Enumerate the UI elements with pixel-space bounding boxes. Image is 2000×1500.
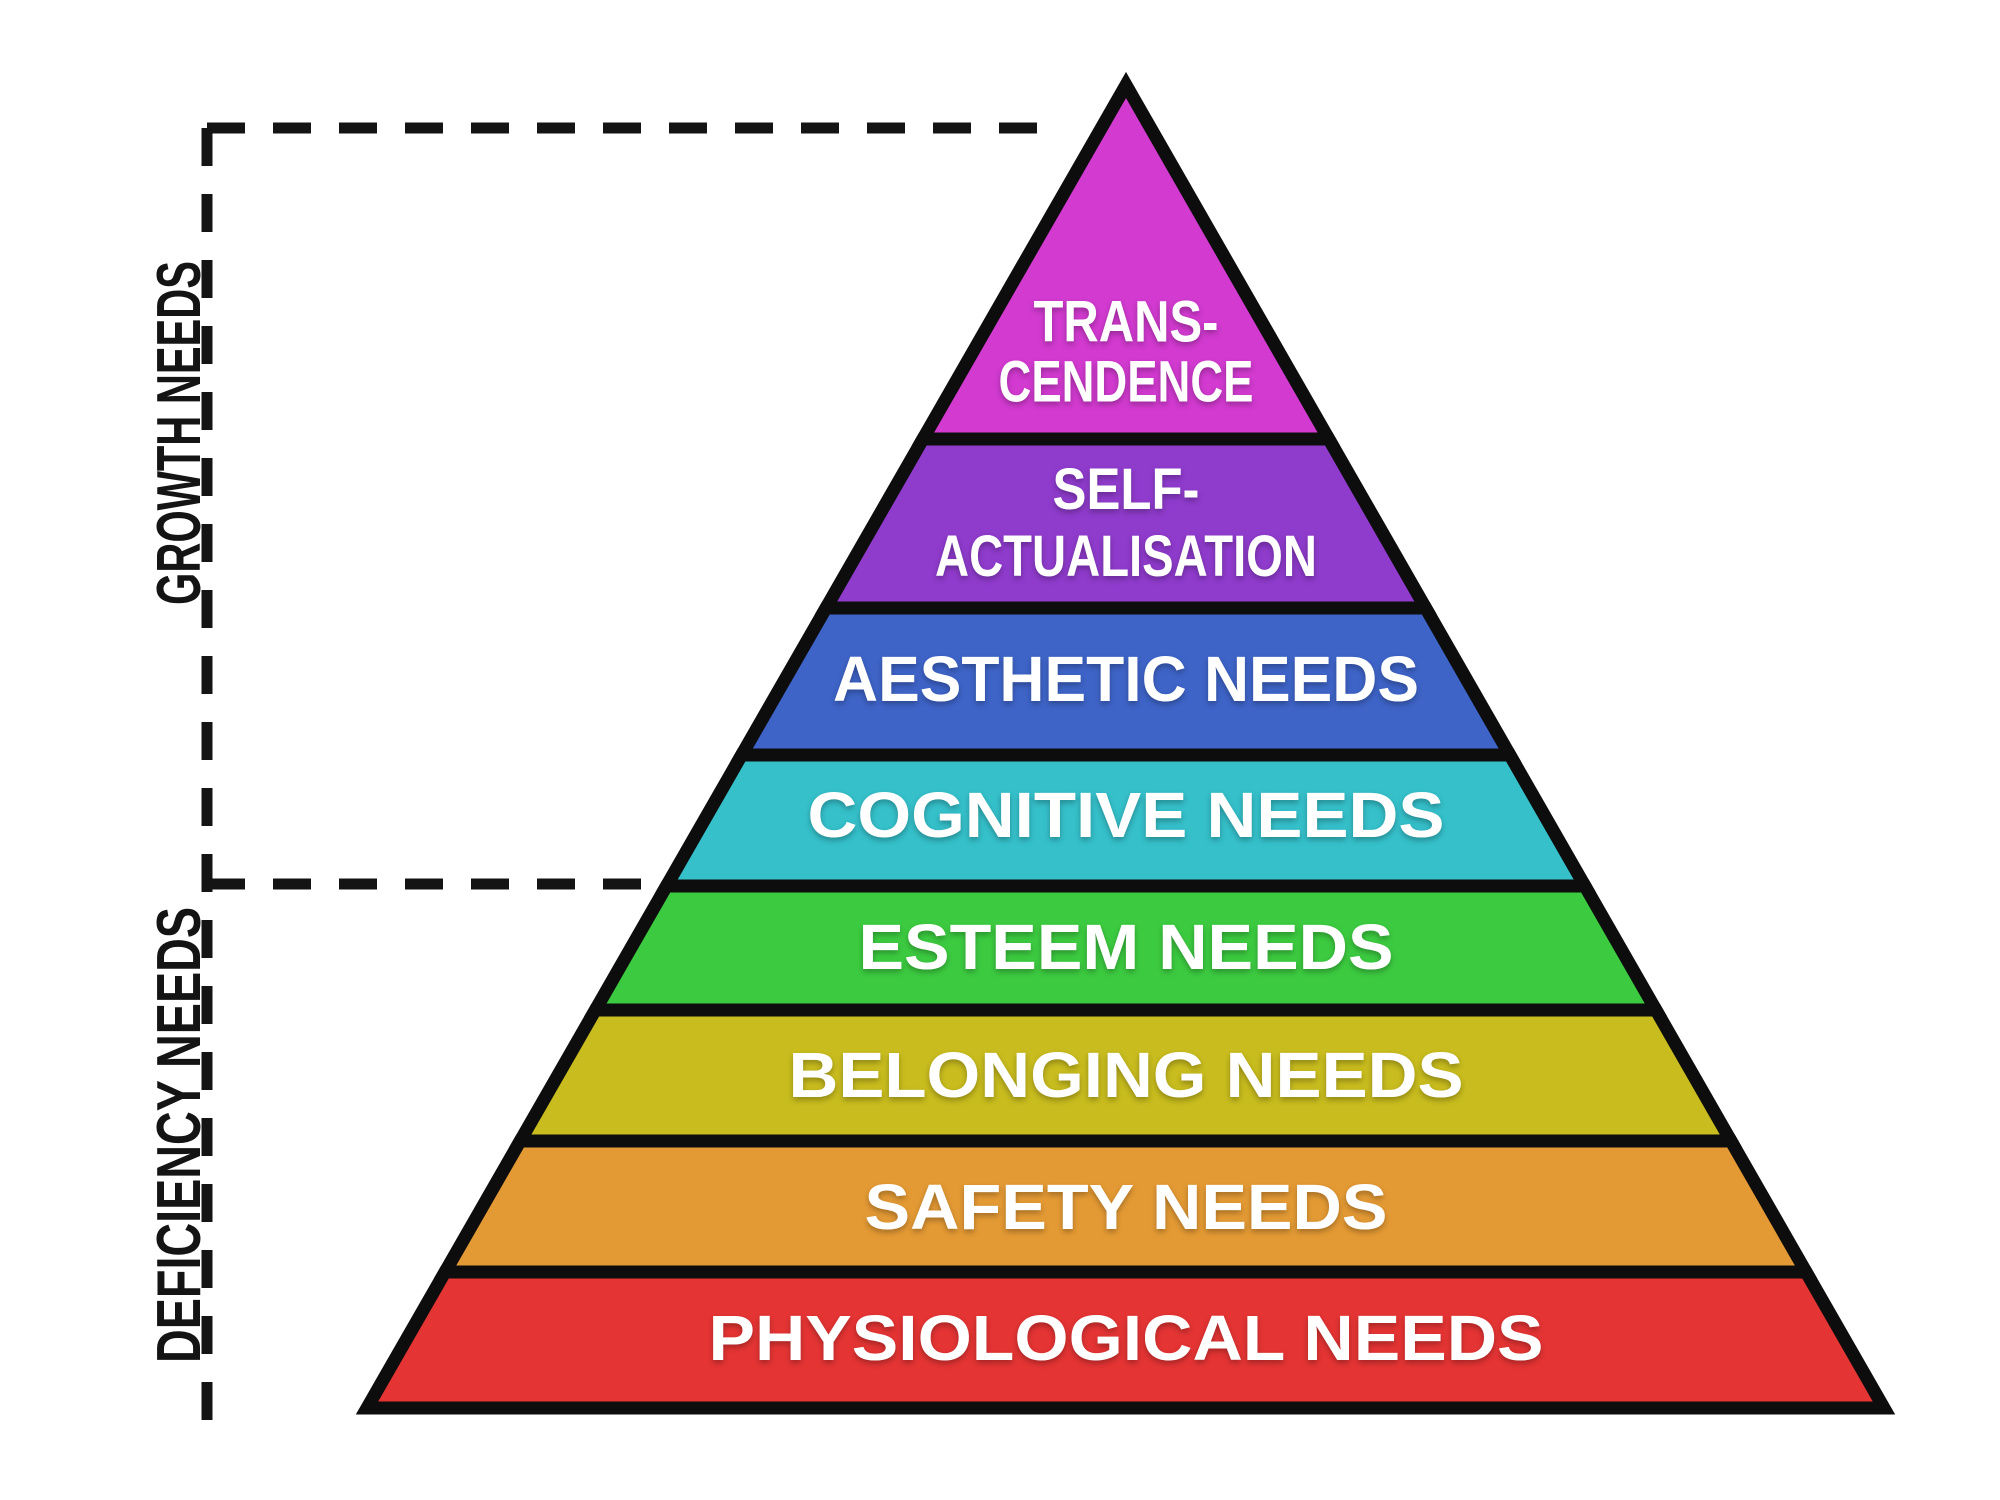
pyramid-level-label-esteem-needs: ESTEEM NEEDS bbox=[859, 911, 1394, 983]
pyramid-level-label-physiological-needs: PHYSIOLOGICAL NEEDS bbox=[709, 1302, 1544, 1374]
bracket-label-growth: GROWTH NEEDS bbox=[145, 261, 214, 605]
pyramid-level-label-belonging-needs: BELONGING NEEDS bbox=[789, 1039, 1464, 1111]
pyramid-level-label-safety-needs: SAFETY NEEDS bbox=[865, 1171, 1388, 1243]
pyramid-level-label-self-actualisation: ACTUALISATION bbox=[935, 524, 1317, 589]
pyramid-level-label-transcendence: CENDENCE bbox=[999, 350, 1254, 415]
pyramid-level-label-cognitive-needs: COGNITIVE NEEDS bbox=[808, 779, 1445, 851]
pyramid-level-label-self-actualisation: SELF- bbox=[1053, 457, 1200, 522]
pyramid-level-label-transcendence: TRANS- bbox=[1034, 290, 1219, 355]
bracket-label-deficiency: DEFICIENCY NEEDS bbox=[145, 907, 214, 1363]
pyramid-level-physiological-needs bbox=[355, 1265, 1896, 1415]
pyramid-level-label-aesthetic-needs: AESTHETIC NEEDS bbox=[833, 643, 1419, 715]
